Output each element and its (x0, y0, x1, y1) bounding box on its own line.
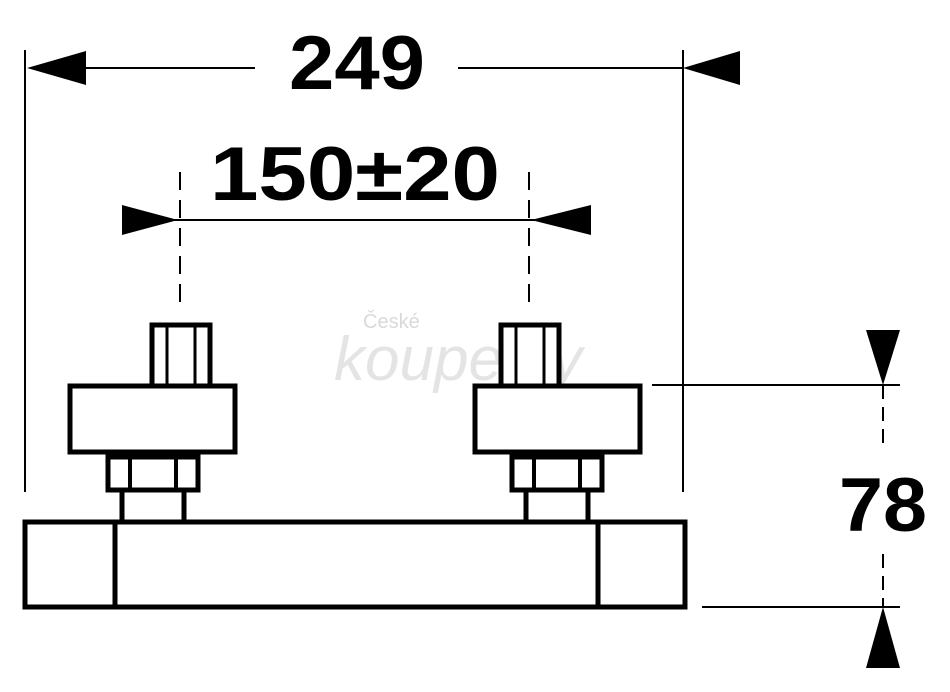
arrowhead-right (683, 51, 740, 85)
spacing-arrowhead-left (122, 205, 178, 235)
right-neck (523, 487, 591, 525)
left-neck (119, 487, 187, 525)
arrowhead-left (27, 51, 86, 85)
left-hex-nut (105, 454, 201, 493)
mixer-body (22, 519, 688, 610)
left-thread-nipple (149, 322, 213, 389)
height-arrowhead-top (866, 330, 900, 385)
right-thread-nipple (498, 322, 562, 389)
right-wall-rosette (472, 383, 643, 455)
left-connection (67, 322, 238, 525)
overall-width-label: 249 (289, 21, 425, 106)
right-hex-nut (509, 454, 605, 493)
overall-width-dimension (24, 50, 740, 492)
left-wall-rosette (67, 383, 238, 455)
connection-spacing-label: 150±20 (210, 132, 500, 217)
height-dimension (652, 330, 900, 668)
right-connection (472, 322, 643, 525)
spacing-arrowhead-right (531, 205, 591, 235)
height-arrowhead-bottom (866, 607, 900, 668)
height-label: 78 (839, 463, 927, 548)
connection-spacing-dimension (122, 172, 591, 312)
body-housing (22, 519, 688, 610)
watermark-text-small: České (363, 310, 420, 333)
